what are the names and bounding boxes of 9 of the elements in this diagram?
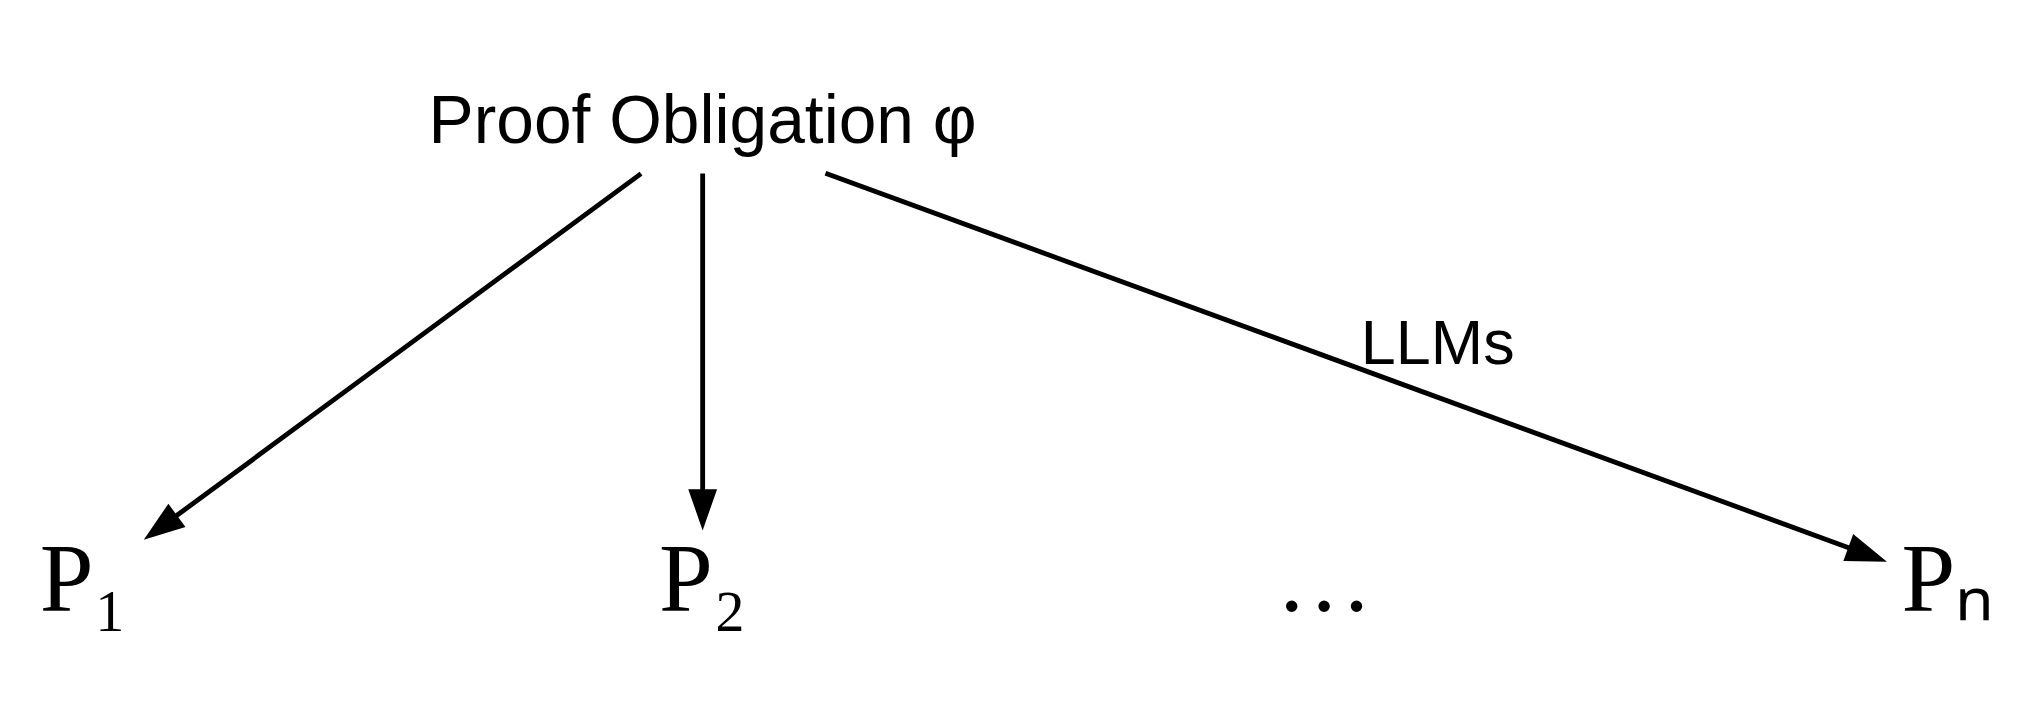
edge-label: LLMs [1360,306,1515,377]
arrow [688,173,718,530]
arrow [824,170,1887,562]
arrow [143,171,643,540]
label: … [1275,524,1373,632]
node-text: Proof Obligation φ [428,81,977,157]
node-text: P₁ [39,524,128,632]
node-text: Pₙ [1901,524,1995,632]
node-text: P₂ [658,524,747,632]
